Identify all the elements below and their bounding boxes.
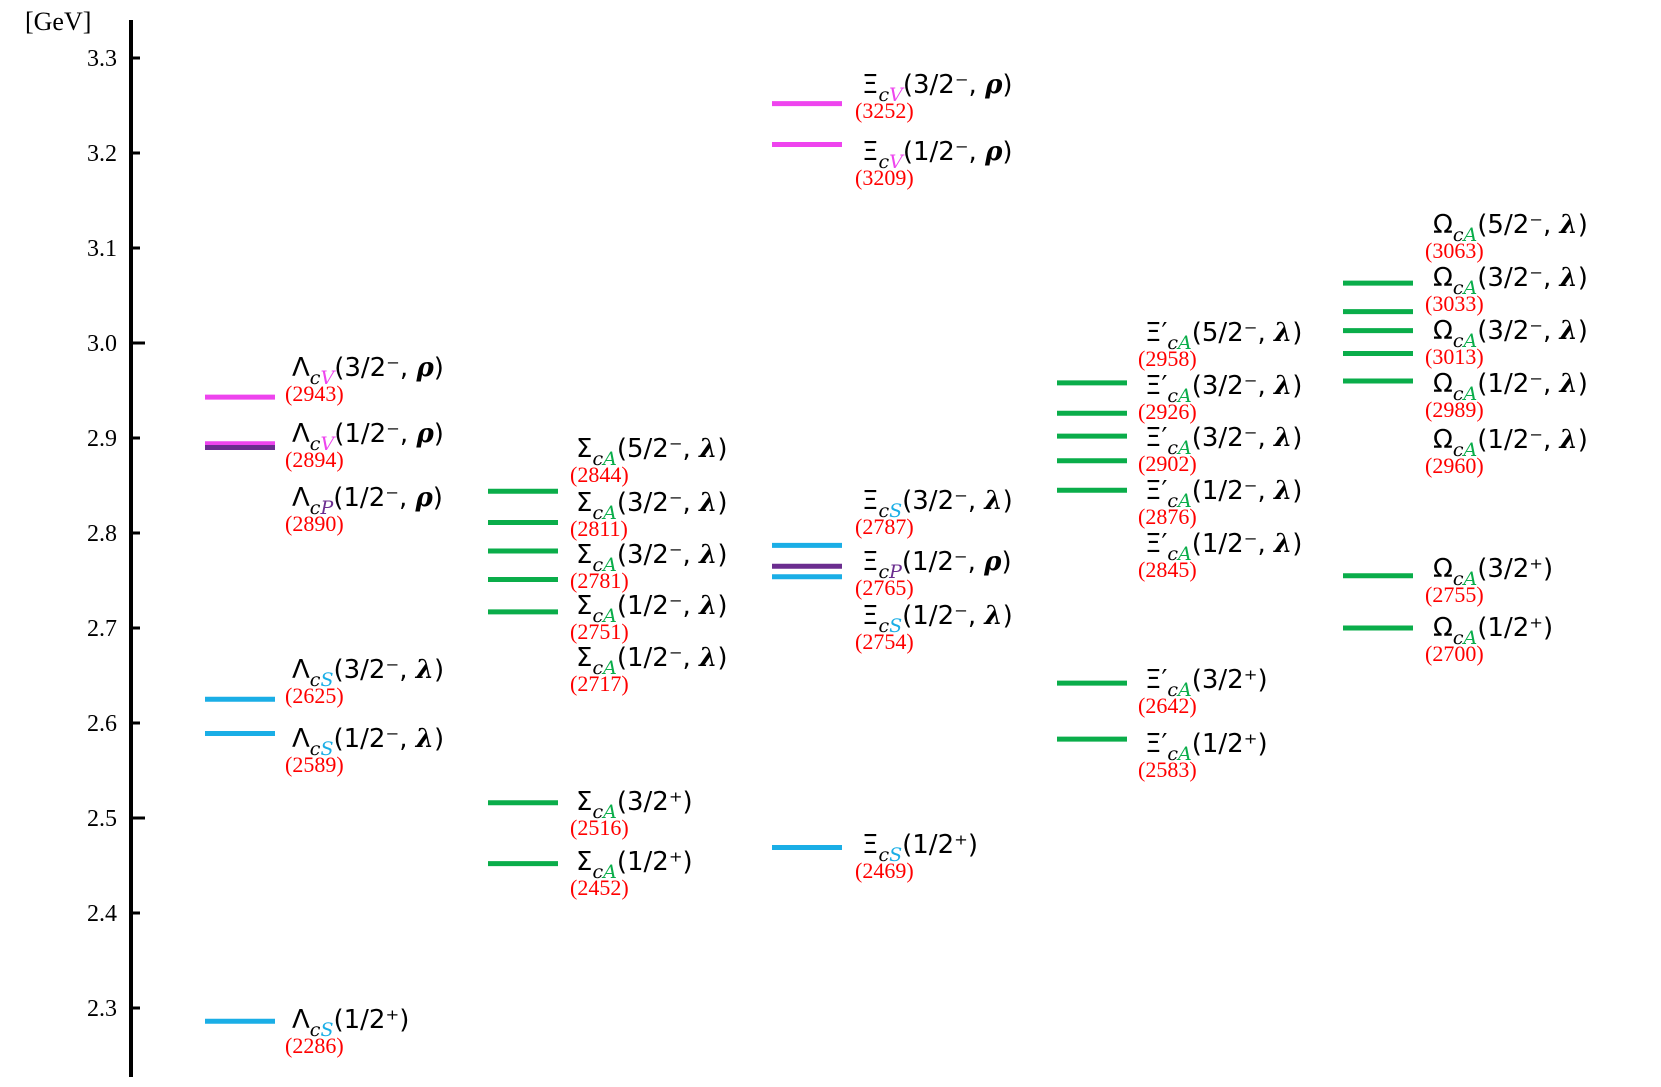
column-4: Ξ′cA(5/2⁻, λ)(2958)Ξ′cA(3/2⁻, λ)(2926)Ξ′…: [1057, 318, 1302, 782]
state-label: ΩcA(3/2⁻, λ): [1433, 263, 1588, 299]
mass-label: (2589): [285, 752, 344, 777]
state-label: ΞcP(1/2⁻, ρ): [862, 547, 1012, 583]
mass-label: (2700): [1425, 641, 1484, 666]
state-label: ΛcV(1/2⁻, ρ): [292, 419, 444, 455]
y-tick-label: 3.3: [87, 46, 117, 72]
state-label: ΞcS(1/2⁻, λ): [862, 601, 1013, 637]
state-label: ΞcS(1/2⁺): [862, 830, 978, 866]
state-label: ΣcA(3/2⁻, λ): [576, 488, 727, 524]
mass-label: (2943): [285, 381, 344, 406]
mass-label: (2890): [285, 511, 344, 536]
state-label: ΣcA(1/2⁻, λ): [576, 591, 727, 627]
mass-label: (2876): [1138, 504, 1197, 529]
state-label: ΣcA(3/2⁻, λ): [576, 540, 727, 576]
mass-label: (3013): [1425, 344, 1484, 369]
state-label: ΞcV(3/2⁻, ρ): [862, 70, 1013, 106]
state-label: ΩcA(3/2⁺): [1433, 554, 1553, 590]
y-tick-label: 2.7: [87, 616, 117, 642]
y-tick-label: 3.1: [87, 236, 117, 262]
mass-label: (2583): [1138, 757, 1197, 782]
mass-label: (2781): [570, 568, 629, 593]
mass-label: (2286): [285, 1033, 344, 1058]
mass-label: (3063): [1425, 238, 1484, 263]
state-label: ΣcA(3/2⁺): [576, 787, 693, 823]
y-tick-label: 2.3: [87, 996, 117, 1022]
y-unit-label: [GeV]: [25, 7, 91, 36]
state-label: ΩcA(3/2⁻, λ): [1433, 316, 1588, 352]
mass-label: (2516): [570, 815, 629, 840]
mass-label: (2755): [1425, 582, 1484, 607]
mass-label: (3033): [1425, 291, 1484, 316]
mass-label: (2894): [285, 447, 344, 472]
mass-label: (2765): [855, 575, 914, 600]
mass-label: (2787): [855, 514, 914, 539]
mass-label: (2642): [1138, 693, 1197, 718]
mass-label: (2751): [570, 619, 629, 644]
energy-levels: ΛcV(3/2⁻, ρ)(2943) ΛcV(1/2⁻, ρ)(2894) ΛcP(…: [205, 70, 1588, 1058]
mass-label: (2960): [1425, 453, 1484, 478]
state-label: ΩcA(5/2⁻, λ): [1433, 210, 1588, 246]
state-label: ΞcV(1/2⁻, ρ): [862, 137, 1013, 173]
state-label: Ξ′cA(1/2⁻, λ): [1145, 476, 1302, 512]
state-label: Ξ′cA(3/2⁻, λ): [1145, 371, 1302, 407]
state-label: Ξ′cA(1/2⁺): [1145, 729, 1268, 765]
y-axis: 2.3 2.4 2.5 2.6 2.7 2.8 2.9 3.0 3.1 3.2 3.3: [87, 20, 145, 1077]
mass-label: (2845): [1138, 557, 1197, 582]
state-label: ΣcA(5/2⁻, λ): [576, 434, 727, 470]
state-label: ΛcS(3/2⁻, λ): [292, 655, 444, 691]
state-label: ΛcV(3/2⁻, ρ): [292, 353, 444, 389]
mass-label: (2958): [1138, 346, 1197, 371]
state-label: ΩcA(1/2⁺): [1433, 613, 1553, 649]
y-tick-label: 2.5: [87, 806, 117, 832]
mass-label: (2926): [1138, 399, 1197, 424]
mass-label: (2625): [285, 683, 344, 708]
mass-label: (2754): [855, 629, 914, 654]
mass-label: (3252): [855, 98, 914, 123]
y-tick-label: 3.2: [87, 141, 117, 167]
mass-label: (2717): [570, 671, 629, 696]
y-tick-label: 2.6: [87, 711, 117, 737]
mass-label: (2811): [570, 516, 628, 541]
mass-label: (2902): [1138, 451, 1197, 476]
state-label: Ξ′cA(1/2⁻, λ): [1145, 529, 1302, 565]
state-label: ΞcS(3/2⁻, λ): [862, 486, 1013, 522]
mass-label: (2452): [570, 875, 629, 900]
y-tick-label: 3.0: [87, 331, 117, 357]
state-label: ΣcA(1/2⁻, λ): [576, 643, 727, 679]
mass-label: (2469): [855, 858, 914, 883]
column-5: ΩcA(5/2⁻, λ)(3063)ΩcA(3/2⁻, λ)(3033)ΩcA(…: [1343, 210, 1588, 666]
state-label: ΛcS(1/2⁺): [292, 1005, 409, 1041]
state-label: ΛcS(1/2⁻, λ): [292, 724, 444, 760]
mass-label: (3209): [855, 165, 914, 190]
y-tick-label: 2.9: [87, 426, 117, 452]
y-tick-label: 2.4: [87, 901, 117, 927]
state-label: Ξ′cA(3/2⁺): [1145, 665, 1268, 701]
column-2: ΣcA(5/2⁻, λ)(2844)ΣcA(3/2⁻, λ)(2811)ΣcA(…: [488, 434, 727, 900]
state-label: Ξ′cA(3/2⁻, λ): [1145, 423, 1302, 459]
column-3: ΞcV(3/2⁻, ρ)(3252) ΞcV(1/2⁻, ρ)(3209) ΞcS(…: [772, 70, 1013, 883]
state-label: ΛcP(1/2⁻, ρ): [292, 483, 443, 519]
column-1: ΛcV(3/2⁻, ρ)(2943) ΛcV(1/2⁻, ρ)(2894) ΛcP(…: [205, 353, 444, 1058]
mass-label: (2989): [1425, 397, 1484, 422]
state-label: ΣcA(1/2⁺): [576, 847, 693, 883]
state-label: ΩcA(1/2⁻, λ): [1433, 425, 1588, 461]
y-tick-label: 2.8: [87, 521, 117, 547]
state-label: Ξ′cA(5/2⁻, λ): [1145, 318, 1302, 354]
mass-label: (2844): [570, 462, 629, 487]
state-label: ΩcA(1/2⁻, λ): [1433, 369, 1588, 405]
